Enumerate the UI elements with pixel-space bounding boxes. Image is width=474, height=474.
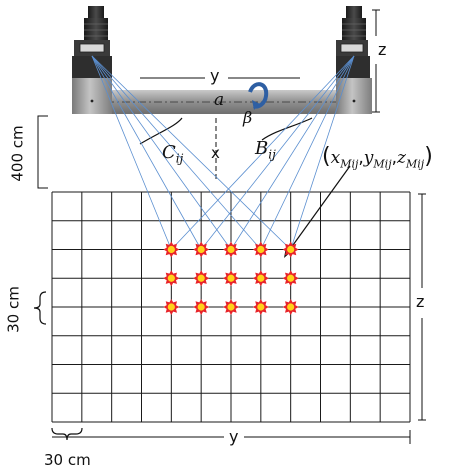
camera-ray — [260, 55, 355, 250]
camera-ray — [91, 55, 291, 250]
target-marker — [193, 270, 210, 287]
target-marker — [282, 241, 299, 258]
target-marker — [193, 299, 210, 315]
camera-ray — [91, 55, 262, 250]
camera-ray — [91, 55, 232, 250]
target-marker — [282, 299, 299, 315]
b-ij-label: Bij — [255, 138, 276, 162]
target-marker — [252, 241, 269, 258]
target-marker — [252, 270, 269, 287]
target-marker — [163, 241, 180, 258]
angle-arc-c — [139, 117, 183, 145]
target-marker — [282, 270, 299, 287]
grid-height-dimension — [418, 193, 426, 421]
beta-label: β — [243, 108, 253, 127]
target-marker — [163, 299, 180, 315]
camera-rays — [91, 55, 355, 250]
distance-bracket — [37, 115, 48, 189]
leader-arrow — [284, 165, 351, 258]
camera-ray — [230, 55, 355, 250]
x-axis-label: x — [211, 144, 220, 162]
cell-height-brace — [33, 291, 47, 325]
grid-z-label: z — [416, 292, 425, 311]
camera-z-label: z — [378, 40, 387, 59]
target-marker — [193, 241, 210, 258]
right-camera-icon — [336, 6, 372, 114]
beam-a-label: a — [214, 90, 225, 110]
cell-width-label: 30 cm — [44, 451, 91, 469]
cell-width-brace — [51, 427, 83, 441]
target-marker — [223, 241, 239, 258]
target-marker — [252, 299, 269, 315]
camera-ray — [200, 55, 355, 250]
camera-ray — [91, 55, 172, 250]
camera-ray — [290, 55, 355, 250]
rotation-arrow-icon — [248, 82, 269, 110]
grid-width-dimension — [52, 430, 411, 444]
target-markers — [163, 241, 299, 315]
camera-height-dimension — [372, 9, 380, 113]
camera-ray — [171, 55, 355, 250]
target-marker — [223, 299, 239, 315]
grid-y-label: y — [229, 427, 239, 446]
left-camera-icon — [72, 6, 112, 114]
angle-arc-b — [261, 117, 313, 141]
cell-height-label: 30 cm — [4, 286, 23, 333]
c-ij-label: Cij — [162, 142, 184, 166]
marker-coordinate-label: (xMij,yMij,zMij) — [322, 144, 433, 171]
distance-400-label: 400 cm — [8, 125, 27, 182]
beam-y-label: y — [210, 66, 220, 85]
camera-ray — [91, 55, 202, 250]
target-marker — [223, 270, 239, 287]
target-marker — [163, 270, 180, 287]
